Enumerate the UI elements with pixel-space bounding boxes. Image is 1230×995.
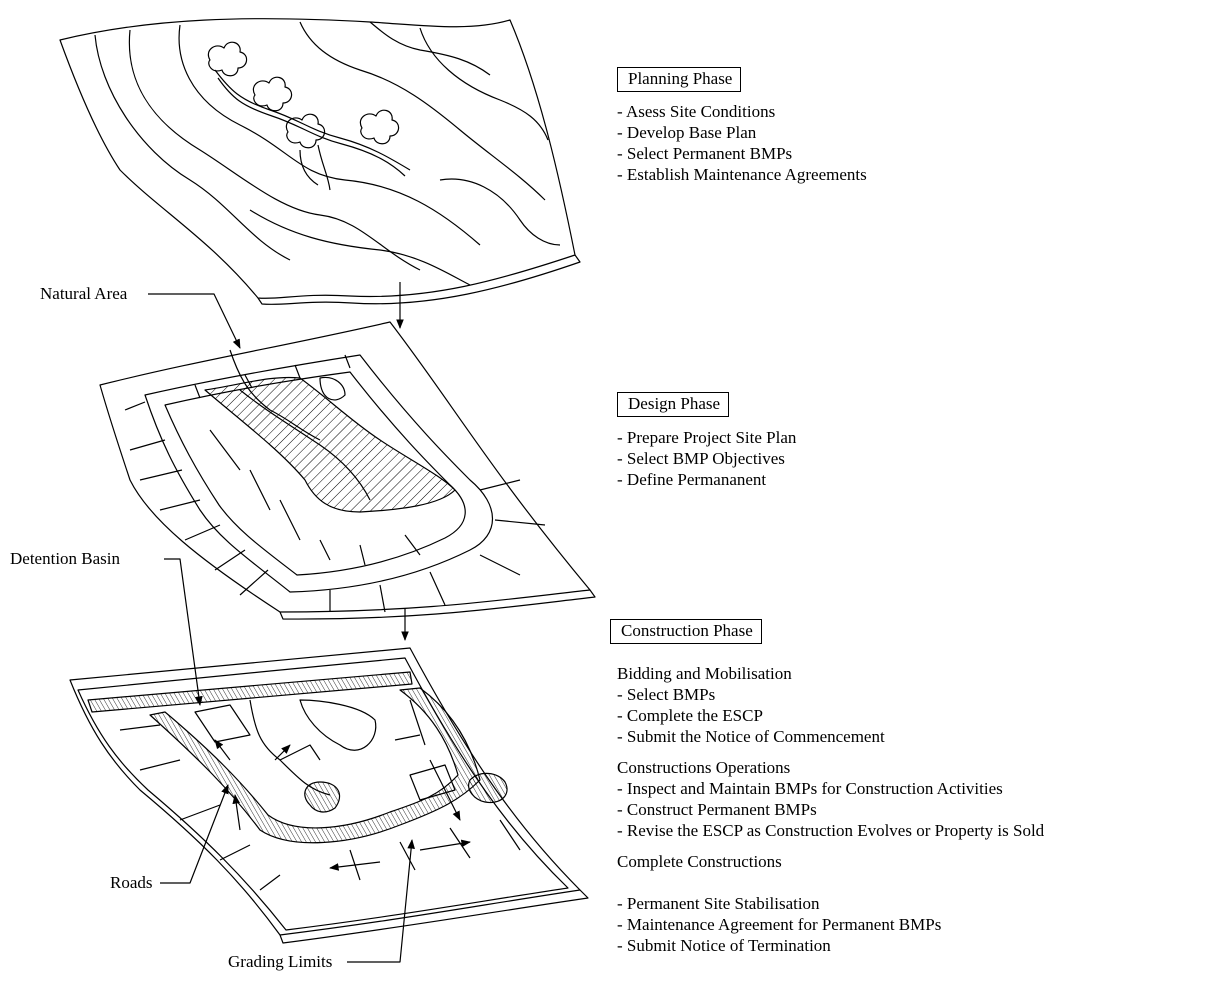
list-item: - Develop Base Plan — [617, 122, 867, 143]
construction-site-map — [70, 648, 588, 943]
bidding-heading: Bidding and Mobilisation — [617, 663, 792, 684]
list-item: - Submit the Notice of Commencement — [617, 726, 885, 747]
planning-phase-title: Planning Phase — [617, 67, 741, 92]
list-item: - Asess Site Conditions — [617, 101, 867, 122]
operations-list: - Inspect and Maintain BMPs for Construc… — [617, 778, 1044, 841]
list-item: - Select BMPs — [617, 684, 885, 705]
design-site-map — [100, 322, 595, 619]
grading-limits-leader — [347, 840, 412, 962]
list-item: - Establish Maintenance Agreements — [617, 164, 867, 185]
list-item: - Select Permanent BMPs — [617, 143, 867, 164]
detention-basin-label: Detention Basin — [10, 548, 120, 569]
roads-leader — [160, 785, 228, 883]
list-item: - Complete the ESCP — [617, 705, 885, 726]
list-item: - Define Permananent — [617, 469, 796, 490]
complete-list: - Permanent Site Stabilisation - Mainten… — [617, 893, 941, 956]
list-item: - Select BMP Objectives — [617, 448, 796, 469]
natural-area-leader — [148, 294, 240, 348]
list-item: - Construct Permanent BMPs — [617, 799, 1044, 820]
roads-label: Roads — [110, 872, 153, 893]
natural-area-label: Natural Area — [40, 283, 127, 304]
list-item: - Submit Notice of Termination — [617, 935, 941, 956]
bidding-list: - Select BMPs - Complete the ESCP - Subm… — [617, 684, 885, 747]
planning-phase-list: - Asess Site Conditions - Develop Base P… — [617, 101, 867, 185]
list-item: - Inspect and Maintain BMPs for Construc… — [617, 778, 1044, 799]
design-phase-title: Design Phase — [617, 392, 729, 417]
list-item: - Revise the ESCP as Construction Evolve… — [617, 820, 1044, 841]
planning-site-map — [60, 19, 580, 305]
construction-phase-title: Construction Phase — [610, 619, 762, 644]
list-item: - Permanent Site Stabilisation — [617, 893, 941, 914]
grading-limits-label: Grading Limits — [228, 951, 332, 972]
detention-basin-leader — [164, 559, 200, 705]
list-item: - Maintenance Agreement for Permanent BM… — [617, 914, 941, 935]
operations-heading: Constructions Operations — [617, 757, 790, 778]
design-phase-list: - Prepare Project Site Plan - Select BMP… — [617, 427, 796, 490]
list-item: - Prepare Project Site Plan — [617, 427, 796, 448]
complete-heading: Complete Constructions — [617, 851, 782, 872]
